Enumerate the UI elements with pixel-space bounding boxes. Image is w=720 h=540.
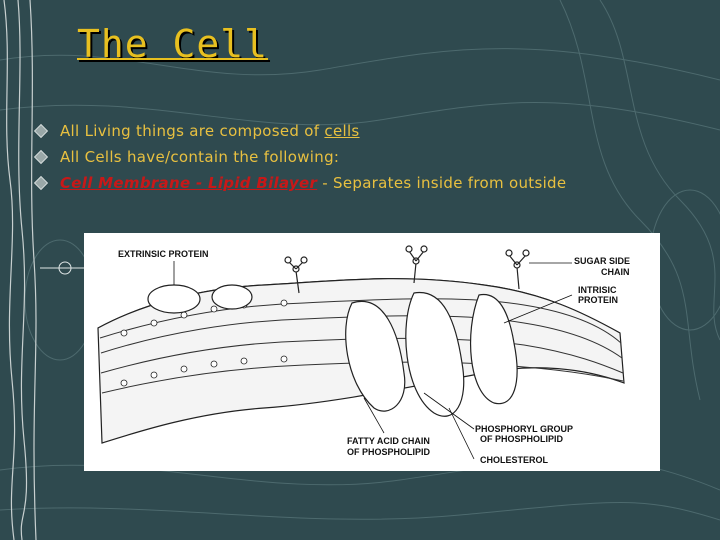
- bullet-list: All Living things are composed of cells …: [33, 118, 567, 196]
- bullet-item: All Cells have/contain the following:: [33, 144, 566, 170]
- label-cholesterol: CHOLESTEROL: [480, 455, 549, 465]
- membrane-illustration: EXTRINSIC PROTEIN SUGAR SIDE CHAIN INTRI…: [97, 245, 630, 465]
- label-of-phospholipid-1: OF PHOSPHOLIPID: [480, 434, 564, 444]
- bullet-icon: [33, 123, 49, 139]
- bullet-item: All Living things are composed of cells: [33, 118, 566, 144]
- label-sugar-side: SUGAR SIDE: [574, 256, 630, 266]
- cells-link[interactable]: cells: [324, 122, 360, 140]
- slide-title: The Cell: [77, 22, 269, 66]
- label-extrinsic-protein: EXTRINSIC PROTEIN: [118, 249, 209, 259]
- label-protein: PROTEIN: [578, 295, 618, 305]
- cell-membrane-diagram: EXTRINSIC PROTEIN SUGAR SIDE CHAIN INTRI…: [84, 233, 660, 471]
- cell-membrane-link[interactable]: Cell Membrane - Lipid Bilayer: [60, 174, 318, 192]
- label-intrisic: INTRISIC: [578, 285, 617, 295]
- bullet-text: - Separates inside from outside: [317, 174, 567, 192]
- bullet-icon: [33, 149, 49, 165]
- label-sugar-chain: CHAIN: [601, 267, 630, 277]
- label-of-phospholipid-2: OF PHOSPHOLIPID: [347, 447, 431, 457]
- label-phosphoryl-group: PHOSPHORYL GROUP: [475, 424, 573, 434]
- label-fatty-acid-chain: FATTY ACID CHAIN: [347, 436, 430, 446]
- bullet-icon: [33, 175, 49, 191]
- bullet-text: All Living things are composed of: [60, 122, 325, 140]
- bullet-item: Cell Membrane - Lipid Bilayer - Separate…: [33, 170, 567, 196]
- bullet-text: All Cells have/contain the following:: [60, 148, 340, 166]
